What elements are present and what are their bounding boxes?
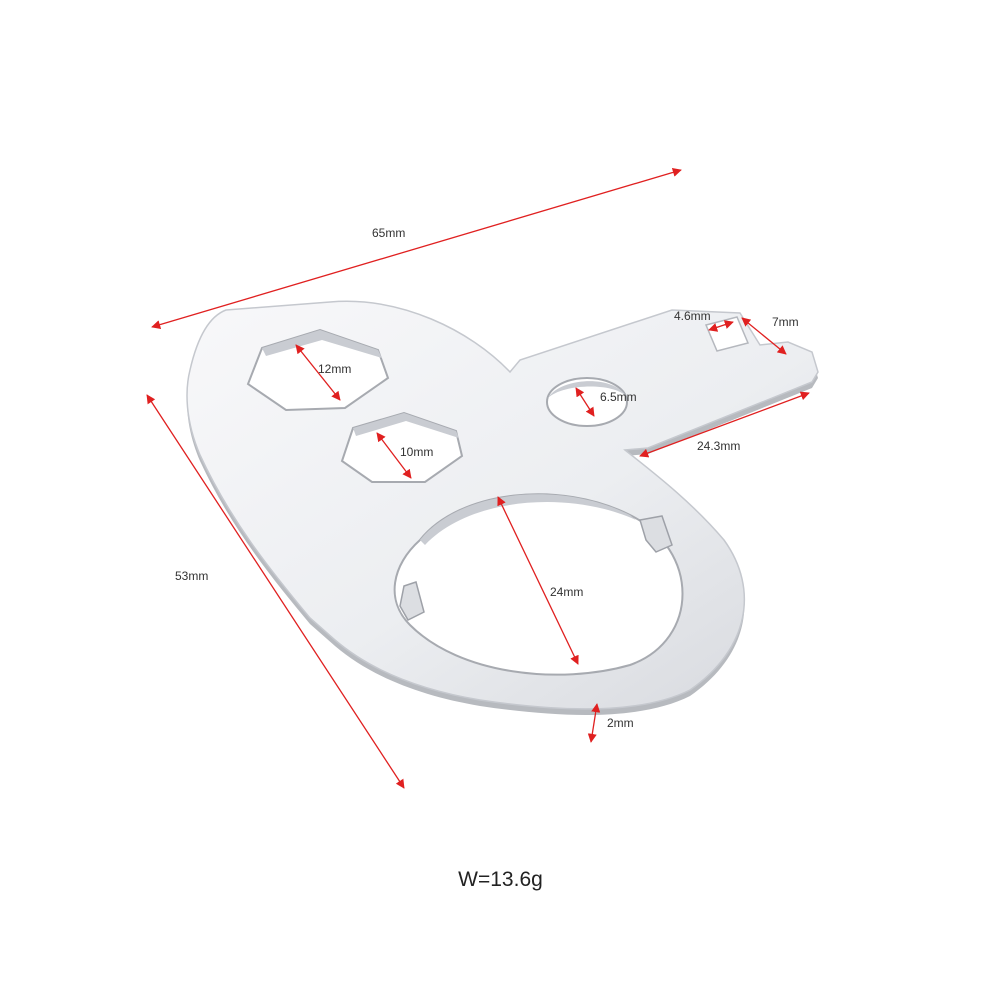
label-hex-large: 12mm xyxy=(318,362,351,376)
label-tab-length: 7mm xyxy=(772,315,799,329)
ring-lug-right xyxy=(639,515,673,553)
dim-line-tab-length xyxy=(741,317,787,355)
label-thickness: 2mm xyxy=(607,716,634,730)
label-overall-length: 65mm xyxy=(372,226,405,240)
label-overall-height: 53mm xyxy=(175,569,208,583)
dim-line-thickness xyxy=(587,703,601,743)
weight-label: W=13.6g xyxy=(458,868,543,891)
dim-line-overall-length xyxy=(151,167,682,330)
dim-line-hex-small xyxy=(376,432,412,479)
label-large-ring: 24mm xyxy=(550,585,583,599)
dim-line-arm-length xyxy=(639,391,810,458)
label-small-hole: 6.5mm xyxy=(600,390,637,404)
dim-line-overall-height xyxy=(146,394,405,789)
label-hex-small: 10mm xyxy=(400,445,433,459)
dimension-labels: 65mm 53mm 12mm 10mm 6.5mm 24mm 4.6mm 7mm… xyxy=(175,226,799,730)
label-arm-length: 24.3mm xyxy=(697,439,740,453)
dim-line-large-ring xyxy=(497,496,579,665)
dimension-lines xyxy=(146,167,810,789)
dim-line-hex-large xyxy=(295,344,341,401)
wrench xyxy=(186,300,819,716)
dim-line-tab-width xyxy=(708,320,734,332)
label-tab-width: 4.6mm xyxy=(674,309,711,323)
dim-line-small-hole xyxy=(575,387,595,417)
